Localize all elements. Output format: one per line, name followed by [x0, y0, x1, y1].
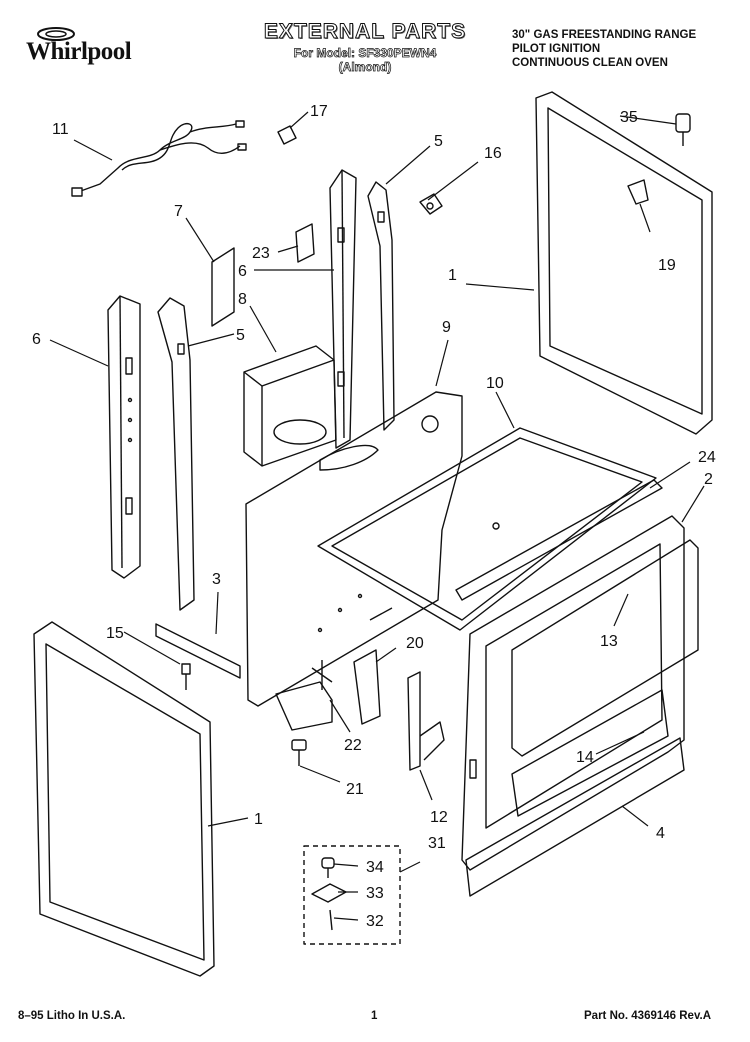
part-17-shape	[277, 125, 297, 145]
callout-2: 2	[704, 471, 713, 488]
part-12-hinge	[407, 671, 445, 771]
callout-6-top: 6	[238, 263, 247, 280]
callout-9: 9	[442, 319, 451, 336]
part-35-screw	[675, 113, 691, 146]
callout-11: 11	[52, 121, 69, 138]
description-line-1: 30" GAS FREESTANDING RANGE	[512, 29, 697, 41]
model-line: For Model: SF330PEWN4	[293, 46, 437, 61]
part-14-gasket	[511, 689, 669, 817]
page-title: EXTERNAL PARTS	[263, 20, 467, 44]
part-24-strip	[455, 479, 663, 601]
callout-14: 14	[576, 749, 594, 766]
part-8-burner-box	[243, 345, 337, 467]
part-4-kick-plate	[465, 737, 685, 897]
callout-10: 10	[486, 375, 504, 392]
part-23-shape	[295, 223, 315, 263]
model-info: For Model: SF330PEWN4 (Almond)	[280, 46, 450, 75]
part-16-bracket	[419, 193, 443, 215]
side-panel-6-back	[329, 169, 357, 449]
part-7-bracket	[211, 247, 235, 327]
part-13-gasket	[511, 539, 699, 757]
part-21-screw	[291, 739, 307, 766]
callout-21: 21	[346, 781, 364, 798]
part-20-shape	[353, 649, 381, 725]
callout-5-top: 5	[434, 133, 443, 150]
callout-4: 4	[656, 825, 665, 842]
description-line-2: PILOT IGNITION	[512, 43, 601, 55]
callout-23: 23	[252, 245, 270, 262]
part-33-plate	[311, 883, 347, 903]
side-panel-1-left	[33, 621, 215, 977]
callout-31: 31	[428, 835, 446, 852]
brand-name: Whirlpool	[26, 38, 132, 65]
footer-part-number: Part No. 4369146 Rev.A	[584, 1010, 711, 1022]
part-34-screw	[321, 857, 335, 878]
callout-17: 17	[310, 103, 328, 120]
part-31-kit-box	[303, 845, 401, 945]
product-description: 30" GAS FREESTANDING RANGE PILOT IGNITIO…	[512, 28, 696, 70]
footer-page-number: 1	[371, 1010, 378, 1022]
power-cord-part	[71, 120, 247, 197]
side-panel-1-right	[535, 91, 713, 435]
callout-15: 15	[106, 625, 124, 642]
callout-35: 35	[620, 109, 638, 126]
callout-12: 12	[430, 809, 448, 826]
whirlpool-logo: Whirlpool	[26, 26, 148, 72]
callout-32: 32	[366, 913, 384, 930]
callout-7: 7	[174, 203, 183, 220]
callout-22: 22	[344, 737, 362, 754]
callout-33: 33	[366, 885, 384, 902]
callout-1-bottom: 1	[254, 811, 263, 828]
color-line: (Almond)	[338, 60, 392, 75]
footer-litho: 8–95 Litho In U.S.A.	[18, 1010, 126, 1022]
side-rail-5-back	[367, 181, 395, 431]
callout-8: 8	[238, 291, 247, 308]
part-3-rail	[155, 623, 241, 679]
side-panel-6-front	[107, 295, 141, 579]
callout-20: 20	[406, 635, 424, 652]
callout-34: 34	[366, 859, 384, 876]
callout-13: 13	[600, 633, 618, 650]
part-32-pin	[329, 909, 333, 931]
part-9-back-panel	[245, 391, 463, 707]
side-rail-5-front	[157, 297, 195, 611]
part-19-clip	[627, 179, 649, 205]
callout-6-left: 6	[32, 331, 41, 348]
callout-19: 19	[658, 257, 676, 274]
base-frame	[275, 681, 333, 731]
callout-16: 16	[484, 145, 502, 162]
callout-24: 24	[698, 449, 716, 466]
part-15-screw	[181, 663, 191, 690]
part-2-front-frame	[461, 515, 685, 871]
logo-swoosh-icon	[37, 27, 75, 41]
part-10-top-cover	[317, 427, 657, 631]
callout-1-top: 1	[448, 267, 457, 284]
description-line-3: CONTINUOUS CLEAN OVEN	[512, 57, 668, 69]
callout-5-left: 5	[236, 327, 245, 344]
callout-3: 3	[212, 571, 221, 588]
